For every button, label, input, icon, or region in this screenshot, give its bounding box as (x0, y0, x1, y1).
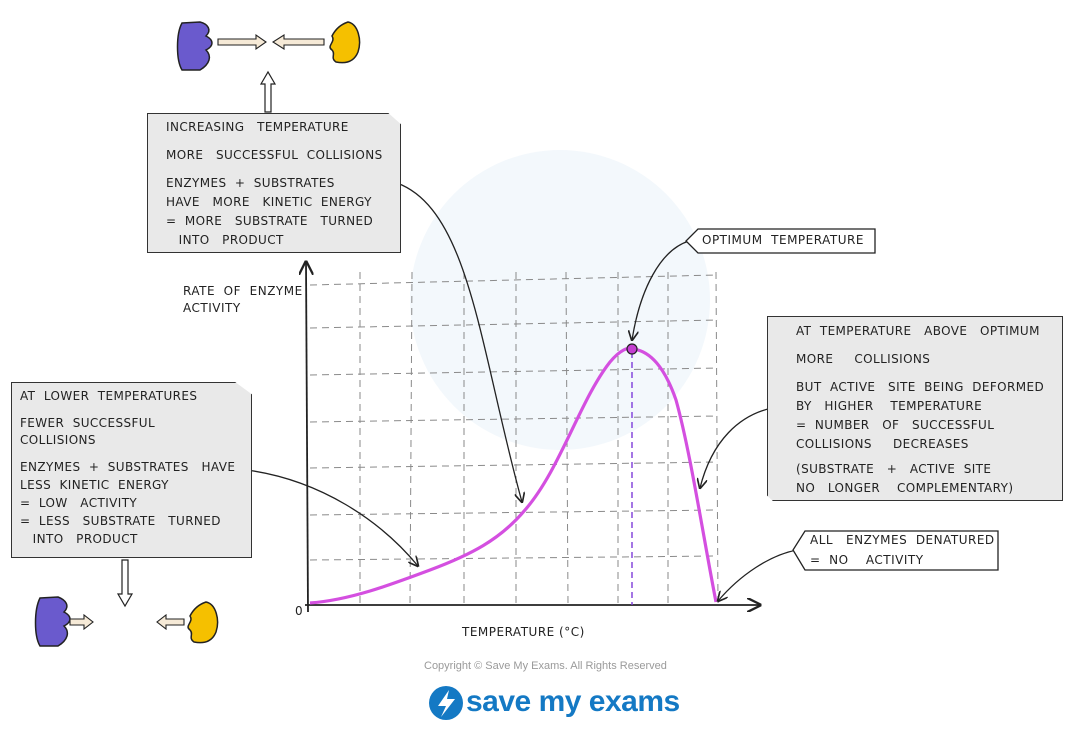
up-arrow (259, 70, 277, 113)
optimum-peak-dot (626, 343, 638, 355)
above-line2: BUT ACTIVE SITE BEING DEFORMED (796, 380, 1045, 394)
origin-label: 0 (295, 604, 304, 618)
lower-line7: INTO PRODUCT (20, 532, 138, 546)
brand-name: save my exams (466, 685, 680, 718)
copyright-text: Copyright © Save My Exams. All Rights Re… (424, 660, 667, 672)
above-line7: NO LONGER COMPLEMENTARY) (796, 481, 1014, 495)
y-axis-label-line1: RATE OF ENZYME (183, 284, 303, 298)
above-line1: MORE COLLISIONS (796, 352, 931, 366)
denatured-line1: ALL ENZYMES DENATURED (810, 533, 995, 547)
watermark-logo (410, 150, 710, 450)
slow-arrows-bottom (69, 613, 185, 631)
y-axis (306, 262, 308, 613)
denatured-label-tag (792, 530, 999, 571)
increasing-title: INCREASING TEMPERATURE (166, 120, 349, 134)
substrate-icon-bottom (187, 601, 219, 644)
fast-arrows-top (217, 33, 325, 51)
increasing-line3: HAVE MORE KINETIC ENERGY (166, 195, 372, 209)
above-line4: = NUMBER OF SUCCESSFUL (796, 418, 995, 432)
lower-title: AT LOWER TEMPERATURES (20, 389, 198, 403)
down-arrow (116, 559, 134, 608)
lower-line1: FEWER SUCCESSFUL (20, 416, 156, 430)
lower-line2: COLLISIONS (20, 433, 96, 447)
above-line5: COLLISIONS DECREASES (796, 437, 969, 451)
lower-line3: ENZYMES + SUBSTRATES HAVE (20, 460, 236, 474)
above-title: AT TEMPERATURE ABOVE OPTIMUM (796, 324, 1040, 338)
y-axis-label-line2: ACTIVITY (183, 301, 241, 315)
lower-line6: = LESS SUBSTRATE TURNED (20, 514, 221, 528)
enzyme-icon-bottom (34, 596, 71, 647)
substrate-icon-top (329, 21, 361, 64)
increasing-line4: = MORE SUBSTRATE TURNED (166, 214, 374, 228)
optimum-temperature-label: OPTIMUM TEMPERATURE (702, 233, 864, 247)
brand-logo-icon (429, 686, 463, 720)
above-line3: BY HIGHER TEMPERATURE (796, 399, 983, 413)
lower-line5: = LOW ACTIVITY (20, 496, 138, 510)
increasing-line1: MORE SUCCESSFUL COLLISIONS (166, 148, 383, 162)
enzyme-icon-top (176, 21, 213, 71)
above-line6: (SUBSTRATE + ACTIVE SITE (796, 462, 992, 476)
increasing-line5: INTO PRODUCT (166, 233, 284, 247)
lower-line4: LESS KINETIC ENERGY (20, 478, 169, 492)
activity-curve (309, 346, 718, 605)
denatured-line2: = NO ACTIVITY (810, 553, 924, 567)
optimum-label-tag (685, 228, 876, 254)
increasing-temperature-box: INCREASING TEMPERATURE MORE SUCCESSFUL C… (147, 113, 401, 253)
x-axis-label: TEMPERATURE (°C) (462, 625, 585, 639)
increasing-line2: ENZYMES + SUBSTRATES (166, 176, 335, 190)
lower-temperatures-box: AT LOWER TEMPERATURES FEWER SUCCESSFUL C… (11, 382, 252, 558)
above-optimum-box: AT TEMPERATURE ABOVE OPTIMUM MORE COLLIS… (767, 316, 1063, 501)
chart-axes (305, 262, 760, 612)
chart-grid (309, 271, 719, 606)
